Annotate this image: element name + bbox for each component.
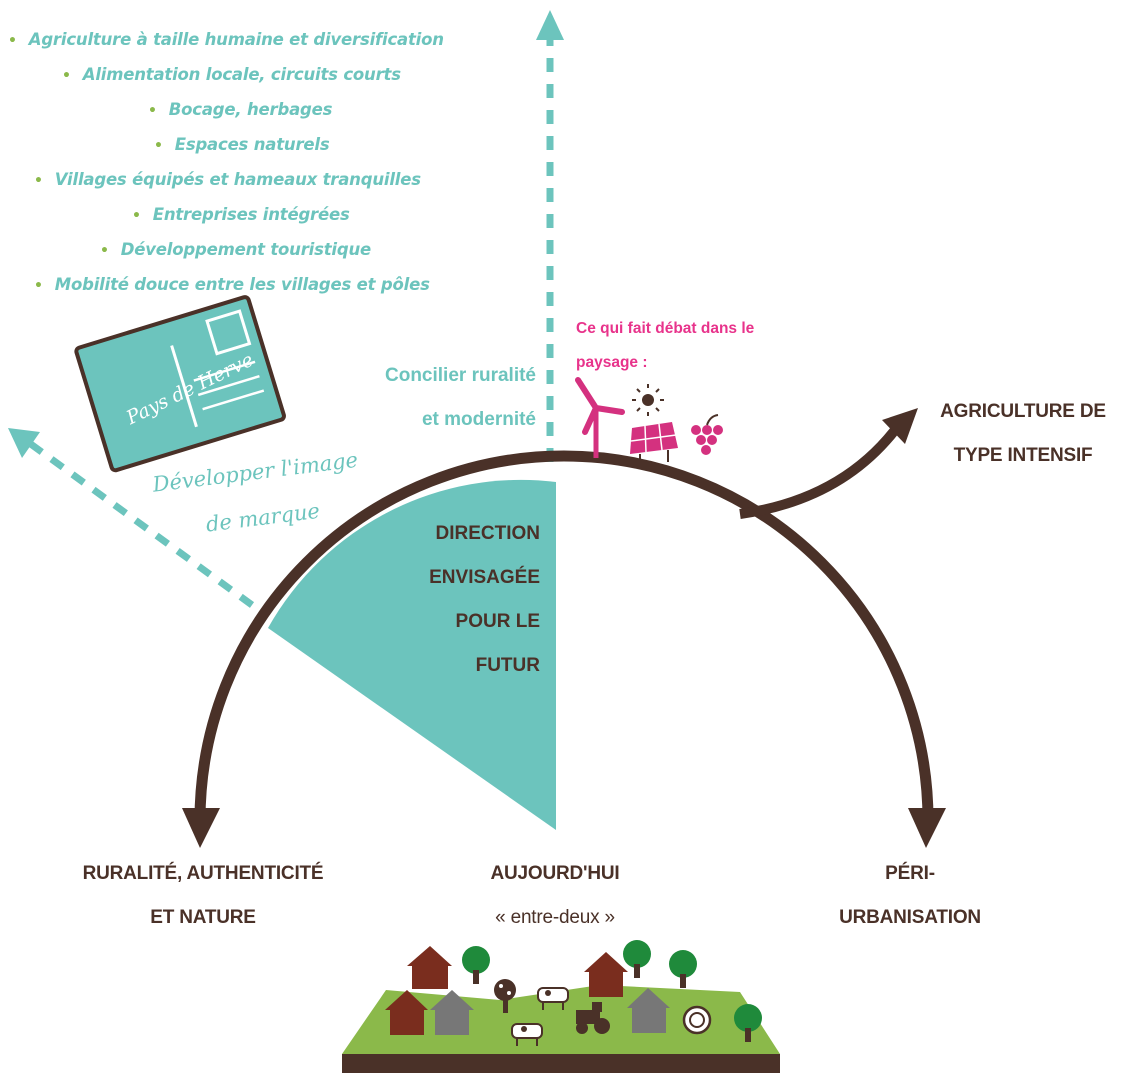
hay-bale-icon [682, 1005, 712, 1035]
direction-wedge [268, 479, 556, 830]
postcard [74, 295, 286, 473]
today-label: AUJOURD'HUI « entre-deux » [490, 863, 620, 928]
list-item: •Entreprises intégrées [132, 205, 350, 224]
tree-icon [494, 979, 516, 1013]
debate-label: Ce qui fait débat dans le paysage : [576, 320, 755, 371]
intensive-branch [739, 426, 899, 519]
list-item: •Développement touristique [100, 240, 372, 259]
vertical-arrow-head [536, 10, 564, 40]
grapes-icon [691, 414, 723, 455]
list-item: •Espaces naturels [154, 135, 330, 154]
diagonal-arrow-head [8, 428, 40, 458]
tree-icon [734, 1004, 762, 1042]
wind-turbine-icon [575, 377, 625, 458]
house-icon [407, 946, 452, 989]
cow-icon [537, 987, 569, 1010]
tree-icon [669, 950, 697, 988]
list-item: •Agriculture à taille humaine et diversi… [8, 30, 444, 49]
diagonal-dashed-arrow [25, 439, 255, 608]
house-icon [627, 988, 670, 1033]
house-icon [584, 952, 628, 997]
tree-icon [462, 946, 490, 984]
list-item: •Bocage, herbages [148, 100, 333, 119]
left-arc-arrowhead [182, 808, 220, 848]
rurality-label: RURALITÉ, AUTHENTICITÉ ET NATURE [82, 863, 324, 928]
list-item: •Villages équipés et hameaux tranquilles [34, 170, 421, 189]
direction-label: DIRECTION ENVISAGÉE POUR LE FUTUR [429, 523, 540, 676]
right-arc-arrowhead [908, 808, 946, 848]
intensive-agriculture-label: AGRICULTURE DE TYPE INTENSIF [940, 401, 1106, 466]
solar-panel-icon [630, 422, 678, 462]
main-arc [194, 450, 934, 821]
tree-icon [623, 940, 651, 978]
village-landscape [342, 940, 780, 1073]
intensive-arrowhead [882, 408, 918, 444]
sun-icon [632, 384, 664, 416]
house-icon [430, 990, 474, 1035]
tractor-icon [576, 1002, 610, 1034]
list-item: •Alimentation locale, circuits courts [62, 65, 401, 84]
cow-icon [511, 1023, 543, 1046]
peri-urbanisation-label: PÉRI- URBANISATION [839, 863, 981, 928]
house-icon [385, 990, 428, 1035]
list-item: •Mobilité douce entre les villages et pô… [34, 275, 430, 294]
reconcile-label: Concilier ruralité et modernité [385, 365, 536, 430]
